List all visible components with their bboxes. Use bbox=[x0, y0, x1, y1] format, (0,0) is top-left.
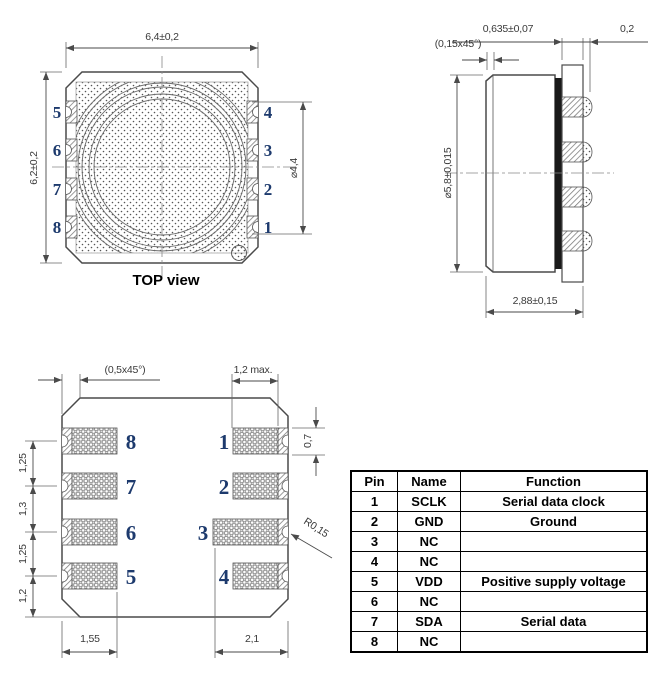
cell-function: Serial data bbox=[460, 611, 648, 632]
side-view-pads bbox=[561, 96, 593, 252]
table-row: 3 NC bbox=[350, 531, 648, 552]
cell-function: Serial data clock bbox=[460, 491, 648, 512]
dim-top-width-label: 6,4±0,2 bbox=[145, 31, 179, 43]
cell-name: NC bbox=[397, 531, 461, 552]
table-header-row: Pin Name Function bbox=[350, 470, 648, 492]
bottom-pin-label-1: 1 bbox=[219, 430, 230, 454]
dim-pitch-label-4: 1,2 bbox=[17, 589, 29, 603]
header-pin: Pin bbox=[350, 470, 398, 492]
dim-bottom-chamfer: (0,5x45°) bbox=[38, 364, 160, 414]
table-row: 8 NC bbox=[350, 631, 648, 653]
table-row: 5 VDD Positive supply voltage bbox=[350, 571, 648, 592]
dim-protrusion-label: 0,2 bbox=[620, 23, 634, 35]
cell-name: NC bbox=[397, 551, 461, 572]
bottom-pin-label-6: 6 bbox=[126, 521, 137, 545]
dim-substrate-thickness: 0,635±0,07 0,2 bbox=[452, 23, 648, 92]
bottom-pin-label-3: 3 bbox=[198, 521, 209, 545]
dim-pad-width-label: 1,2 max. bbox=[234, 364, 273, 376]
top-pin-label-4: 4 bbox=[264, 103, 273, 122]
dim-top-height-label: 6,2±0,2 bbox=[28, 151, 40, 185]
dim-pad-height: 0,7 bbox=[292, 407, 325, 476]
cell-pin: 7 bbox=[350, 611, 398, 632]
table-row: 1 SCLK Serial data clock bbox=[350, 491, 648, 512]
top-pin-label-8: 8 bbox=[53, 218, 62, 237]
header-name: Name bbox=[397, 470, 461, 492]
bottom-pin-label-5: 5 bbox=[126, 565, 137, 589]
cell-function: Positive supply voltage bbox=[460, 571, 648, 592]
substrate-outline bbox=[561, 64, 584, 283]
cell-function bbox=[460, 531, 648, 552]
table-row: 2 GND Ground bbox=[350, 511, 648, 532]
dim-pads-right-length-label: 2,1 bbox=[245, 633, 259, 645]
dim-pad-height-label: 0,7 bbox=[302, 434, 314, 448]
cell-pin: 8 bbox=[350, 631, 398, 653]
dim-side-diameter-label: ⌀5,8±0,015 bbox=[442, 147, 454, 198]
table-row: 4 NC bbox=[350, 551, 648, 572]
cell-pin: 4 bbox=[350, 551, 398, 572]
cell-pin: 3 bbox=[350, 531, 398, 552]
bottom-pin-label-2: 2 bbox=[219, 475, 230, 499]
dim-pad-width: 1,2 max. bbox=[231, 364, 279, 428]
cell-pin: 1 bbox=[350, 491, 398, 512]
top-pin-label-5: 5 bbox=[53, 103, 62, 122]
bottom-view: 8 7 6 5 1 2 3 4 (0,5x45°) 1,2 max. 0 bbox=[17, 364, 333, 658]
dim-substrate-label: 0,635±0,07 bbox=[483, 23, 534, 35]
header-function: Function bbox=[460, 470, 648, 492]
top-pin-label-7: 7 bbox=[53, 180, 62, 199]
cell-function bbox=[460, 631, 648, 653]
dim-side-chamfer: (0,15x45°) bbox=[435, 38, 519, 70]
dim-pitch-chain: 1,25 1,3 1,25 1,2 bbox=[17, 440, 80, 618]
table-row: 7 SDA Serial data bbox=[350, 611, 648, 632]
dim-notch-radius-label: R0,15 bbox=[301, 515, 330, 540]
dim-membrane-label: ⌀4,4 bbox=[288, 158, 300, 178]
side-view: 0,635±0,07 0,2 (0,15x45°) ⌀5,8±0,015 2,8… bbox=[435, 23, 648, 318]
cell-pin: 6 bbox=[350, 591, 398, 612]
cell-name: SCLK bbox=[397, 491, 461, 512]
dim-side-chamfer-label: (0,15x45°) bbox=[435, 38, 482, 50]
dim-top-height: 6,2±0,2 bbox=[28, 71, 62, 264]
bottom-pin-label-7: 7 bbox=[126, 475, 137, 499]
pin-function-table: Pin Name Function 1 SCLK Serial data clo… bbox=[350, 470, 648, 653]
dim-pads-left-length-label: 1,55 bbox=[80, 633, 100, 645]
top-pin-label-2: 2 bbox=[264, 180, 273, 199]
dim-top-width: 6,4±0,2 bbox=[65, 31, 259, 68]
cell-function bbox=[460, 591, 648, 612]
bottom-pin-label-4: 4 bbox=[219, 565, 230, 589]
top-view-title: TOP view bbox=[133, 272, 200, 289]
dim-notch-radius: R0,15 bbox=[290, 515, 333, 559]
dim-membrane: ⌀4,4 bbox=[252, 101, 312, 235]
cell-pin: 5 bbox=[350, 571, 398, 592]
dim-pitch-label-1: 1,25 bbox=[17, 453, 29, 473]
dim-side-diameter: ⌀5,8±0,015 bbox=[442, 74, 483, 273]
dim-bottom-chamfer-label: (0,5x45°) bbox=[105, 364, 146, 376]
dim-side-height: 2,88±0,15 bbox=[485, 276, 584, 318]
top-view-pads bbox=[66, 100, 258, 239]
cell-name: GND bbox=[397, 511, 461, 532]
cell-function: Ground bbox=[460, 511, 648, 532]
cell-name: VDD bbox=[397, 571, 461, 592]
seal-strip bbox=[555, 78, 562, 269]
bottom-view-pads bbox=[62, 427, 288, 590]
cell-name: NC bbox=[397, 591, 461, 612]
can-outline bbox=[485, 74, 556, 273]
dim-pitch-label-2: 1,3 bbox=[17, 502, 29, 516]
cell-pin: 2 bbox=[350, 511, 398, 532]
bottom-pin-label-8: 8 bbox=[126, 430, 137, 454]
top-pin-label-3: 3 bbox=[264, 141, 273, 160]
dim-pads-right-length: 2,1 bbox=[214, 548, 289, 658]
top-pin-label-6: 6 bbox=[53, 141, 62, 160]
cell-name: NC bbox=[397, 631, 461, 653]
port-hole bbox=[231, 245, 247, 261]
table-row: 6 NC bbox=[350, 591, 648, 612]
dim-pitch-label-3: 1,25 bbox=[17, 544, 29, 564]
dim-side-height-label: 2,88±0,15 bbox=[513, 295, 558, 307]
top-pin-label-1: 1 bbox=[264, 218, 273, 237]
cell-name: SDA bbox=[397, 611, 461, 632]
top-view: 5 6 7 8 4 3 2 1 6,4±0,2 6,2±0,2 ⌀4,4 TOP bbox=[28, 31, 312, 289]
cell-function bbox=[460, 551, 648, 572]
dim-pads-left-length: 1,55 bbox=[61, 592, 118, 658]
